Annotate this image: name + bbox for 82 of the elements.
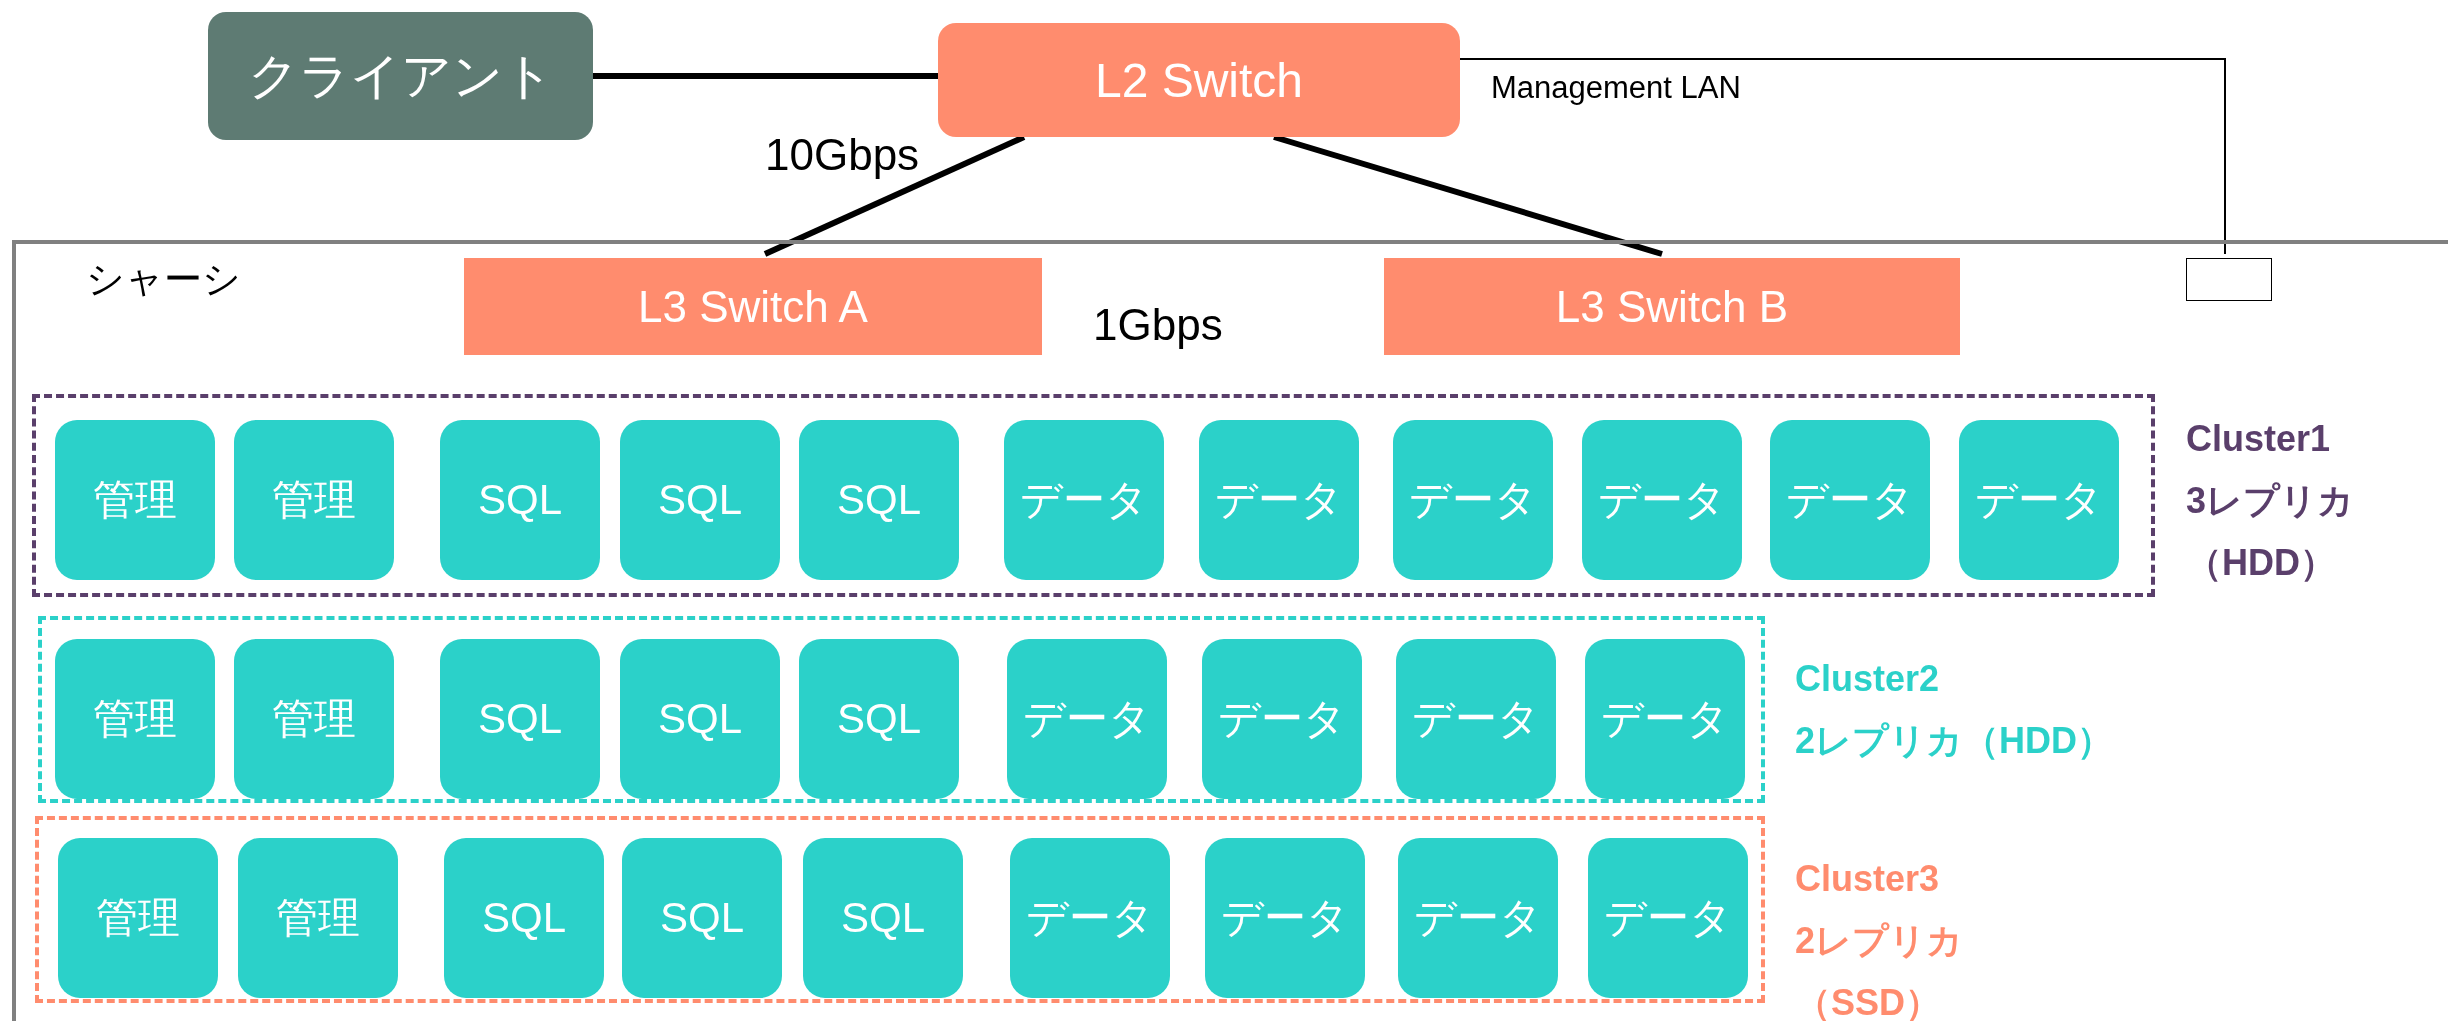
switch-box: [464, 258, 1042, 355]
node-label: L2 Switch: [1094, 52, 1304, 108]
cluster-description: 2レプリカ（SSD）: [1795, 919, 1965, 1021]
node-label: 管理: [96, 893, 180, 943]
cluster-title: Cluster3: [1795, 857, 1941, 901]
connector-line: [1459, 58, 2226, 255]
node-label: SQL: [477, 476, 562, 524]
switch-box: [1384, 258, 1960, 355]
server-node: [1588, 838, 1748, 998]
switch-box: [938, 23, 1460, 137]
cluster-description: 2レプリカ（HDD）: [1795, 719, 2114, 763]
server-node: [803, 838, 963, 998]
node-label: L3 Switch A: [638, 281, 868, 332]
node-label: データ: [1409, 475, 1537, 525]
server-node: [440, 420, 600, 580]
node-label: SQL: [836, 476, 921, 524]
chassis-frame: [12, 240, 2448, 1021]
node-label: 管理: [272, 694, 356, 744]
node-label: 管理: [93, 475, 177, 525]
node-label: データ: [1218, 694, 1346, 744]
node-label: SQL: [477, 695, 562, 743]
node-label: L3 Switch B: [1555, 281, 1789, 332]
node-label: データ: [1412, 694, 1540, 744]
server-node: [799, 420, 959, 580]
server-node: [1770, 420, 1930, 580]
server-node: [620, 420, 780, 580]
node-label: データ: [1026, 893, 1154, 943]
server-node: [238, 838, 398, 998]
server-node: [1199, 420, 1359, 580]
client-box: [208, 12, 593, 140]
edge-label: 10Gbps: [765, 130, 920, 180]
connector-line: [593, 73, 938, 79]
port-box: [2186, 258, 2272, 301]
node-label: 管理: [276, 893, 360, 943]
server-node: [1393, 420, 1553, 580]
server-node: [1585, 639, 1745, 799]
node-label: データ: [1598, 475, 1726, 525]
node-label: データ: [1023, 694, 1151, 744]
node-label: SQL: [840, 894, 925, 942]
node-label: SQL: [836, 695, 921, 743]
node-label: SQL: [659, 894, 744, 942]
server-node: [1205, 838, 1365, 998]
server-node: [444, 838, 604, 998]
server-node: [1959, 420, 2119, 580]
server-node: [799, 639, 959, 799]
cluster-description: 3レプリカ（HDD）: [2186, 479, 2356, 585]
server-node: [1202, 639, 1362, 799]
edge-label: Management LAN: [1491, 70, 1741, 106]
node-label: データ: [1604, 893, 1732, 943]
node-label: SQL: [657, 476, 742, 524]
server-node: [55, 639, 215, 799]
node-label: データ: [1414, 893, 1542, 943]
server-node: [234, 420, 394, 580]
node-label: データ: [1601, 694, 1729, 744]
server-node: [1396, 639, 1556, 799]
node-label: データ: [1786, 475, 1914, 525]
server-node: [234, 639, 394, 799]
server-node: [440, 639, 600, 799]
node-label: クライアント: [247, 46, 554, 106]
node-label: SQL: [657, 695, 742, 743]
server-node: [1398, 838, 1558, 998]
node-label: SQL: [481, 894, 566, 942]
connector-line: [1273, 134, 1663, 257]
server-node: [55, 420, 215, 580]
node-label: データ: [1221, 893, 1349, 943]
node-label: 管理: [93, 694, 177, 744]
server-node: [1004, 420, 1164, 580]
server-node: [1582, 420, 1742, 580]
server-node: [1007, 639, 1167, 799]
connector-line: [763, 134, 1026, 257]
cluster-title: Cluster2: [1795, 657, 1941, 701]
cluster-title: Cluster1: [2186, 417, 2332, 461]
chassis-label: シャーシ: [86, 257, 241, 302]
bandwidth-label: 1Gbps: [1093, 300, 1223, 350]
node-label: データ: [1020, 475, 1148, 525]
node-label: 管理: [272, 475, 356, 525]
node-label: データ: [1215, 475, 1343, 525]
server-node: [620, 639, 780, 799]
server-node: [622, 838, 782, 998]
node-label: データ: [1975, 475, 2103, 525]
server-node: [1010, 838, 1170, 998]
server-node: [58, 838, 218, 998]
